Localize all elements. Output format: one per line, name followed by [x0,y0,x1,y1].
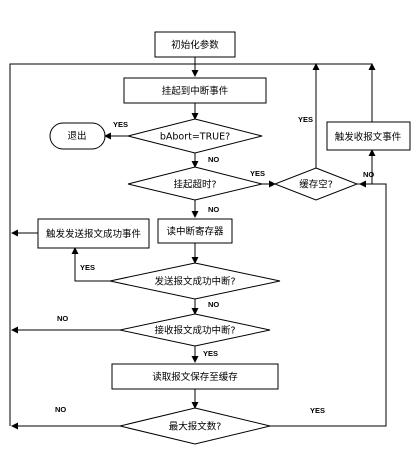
label-recv-yes: YES [203,349,218,358]
label-timeout-yes: YES [250,169,265,178]
node-buffer-empty: 缓存空? [273,167,359,201]
label-recv-no: NO [57,314,68,323]
trigger-send-success-text: 触发发送报文成功事件 [46,228,142,240]
arrow-max-yes-to-right [270,180,387,427]
node-pending-interrupt: 挂起到中断事件 [123,77,267,104]
label-timeout-no: NO [208,205,219,214]
node-exit: 退出 [49,122,106,150]
loop-left-line [9,63,195,426]
label-babort-no: NO [208,155,219,164]
recv-success-interrupt-text: 接收报文成功中断? [154,325,235,337]
node-trigger-send-success: 触发发送报文成功事件 [37,218,150,249]
arrow-send-yes-to-event [71,247,110,282]
pending-interrupt-text: 挂起到中断事件 [162,85,229,97]
label-max-no: NO [55,405,66,414]
node-babort-check: bAbort=TRUE? [127,118,263,154]
node-max-messages: 最大报文数? [119,407,271,445]
connectors [9,57,387,430]
label-buffer-yes: YES [298,115,313,124]
label-send-yes: YES [80,263,95,272]
node-trigger-recv-event: 触发收报文事件 [326,121,411,151]
read-save-buffer-text: 读取报文保存至缓存 [152,371,238,383]
send-success-interrupt-text: 发送报文成功中断? [154,276,235,288]
label-max-yes: YES [310,406,325,415]
max-messages-text: 最大报文数? [169,421,222,433]
node-init-params: 初始化参数 [154,31,236,58]
label-buffer-no: NO [363,170,374,179]
babort-check-text: bAbort=TRUE? [160,132,230,143]
buffer-empty-text: 缓存空? [299,179,333,191]
pending-timeout-text: 挂起超时? [173,179,216,191]
branch-labels: YES NO YES NO YES NO YES NO NO YES NO YE… [55,115,374,415]
read-int-register-text: 读中断寄存器 [166,226,224,238]
node-read-int-register: 读中断寄存器 [157,218,233,244]
label-babort-yes: YES [113,120,128,129]
init-params-text: 初始化参数 [171,39,219,51]
node-read-save-buffer: 读取报文保存至缓存 [111,363,279,390]
label-send-no: NO [208,300,219,309]
node-recv-success-interrupt: 接收报文成功中断? [119,313,271,347]
trigger-recv-event-text: 触发收报文事件 [335,131,402,143]
exit-text: 退出 [67,130,86,142]
node-pending-timeout: 挂起超时? [127,166,263,201]
node-send-success-interrupt: 发送报文成功中断? [109,262,281,300]
